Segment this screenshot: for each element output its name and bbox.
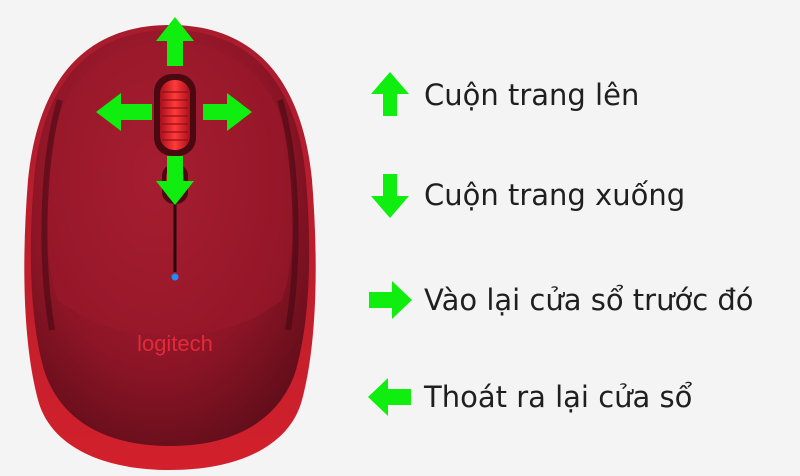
legend-label: Cuộn trang lên — [424, 78, 640, 112]
mouse-right-edge — [277, 99, 299, 331]
arrow-down-icon — [371, 174, 409, 218]
mouse-arrow-left-icon — [96, 93, 152, 131]
legend-label: Cuộn trang xuống — [424, 178, 686, 212]
legend-item-scroll-up: Cuộn trang lên — [366, 70, 639, 120]
mouse-arrow-overlay — [96, 17, 252, 205]
mouse-illustration: logitech — [24, 17, 316, 470]
legend-label: Vào lại cửa sổ trước đó — [424, 283, 754, 317]
arrow-left-icon — [368, 378, 411, 416]
battery-led — [171, 273, 179, 281]
mouse-logo: logitech — [137, 331, 213, 356]
mouse-arrow-up-icon — [156, 17, 194, 66]
arrow-right-icon — [369, 281, 412, 319]
mouse-left-edge — [41, 99, 63, 331]
legend-item-forward: Vào lại cửa sổ trước đó — [366, 275, 754, 325]
arrow-up-icon — [371, 72, 409, 116]
legend-label: Thoát ra lại cửa sổ — [424, 380, 693, 414]
legend-item-back: Thoát ra lại cửa sổ — [366, 372, 692, 422]
legend-item-scroll-down: Cuộn trang xuống — [366, 170, 685, 220]
mouse-arrow-right-icon — [203, 93, 252, 131]
mouse-arrow-down-icon — [156, 156, 194, 205]
